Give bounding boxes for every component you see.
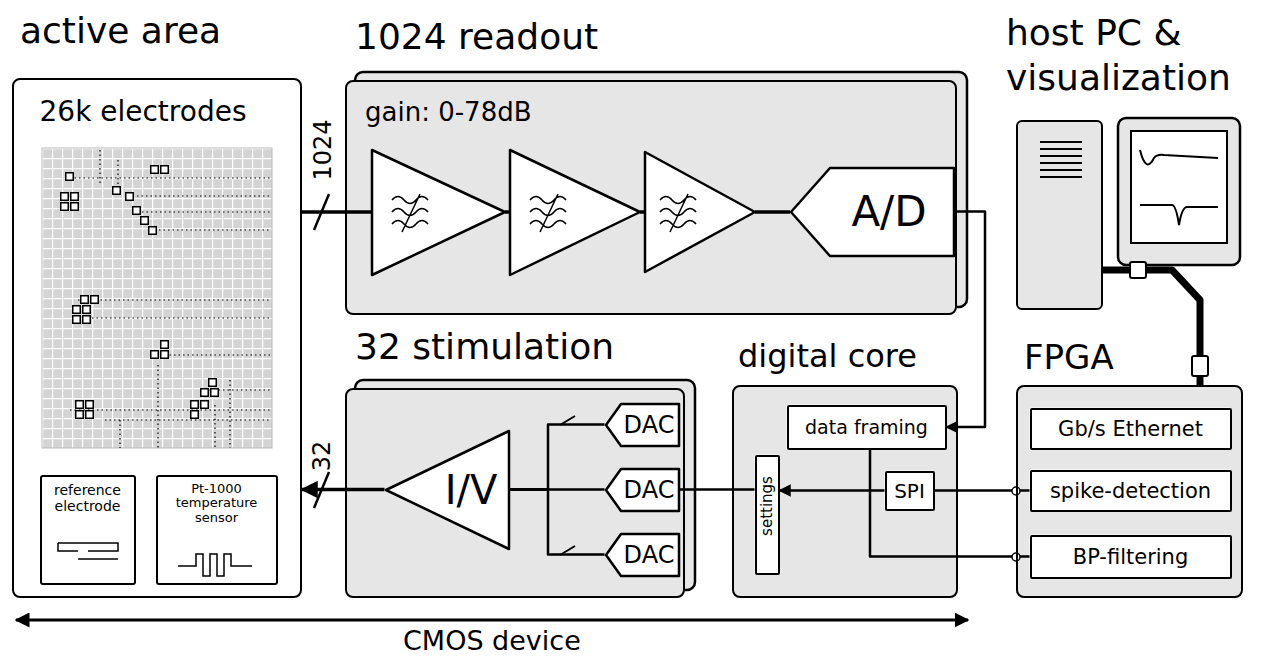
box-fill — [1030, 408, 1232, 450]
signal-wire — [1103, 270, 1200, 385]
shape-outline-path — [606, 469, 679, 511]
block-heading: FPGA — [1024, 337, 1241, 377]
box-fills — [12, 72, 1243, 598]
signal-wire — [680, 488, 755, 491]
block-box: 1024 readoutgain: 0-78dBA/D — [345, 80, 957, 315]
block-heading: 32 stimulation — [355, 326, 683, 367]
block-box: 32 stimulationI/VDACDACDAC — [345, 388, 685, 598]
amplifier-symbol — [510, 150, 640, 275]
host-pc-illustration — [1040, 118, 1240, 265]
amplifier-chain — [345, 150, 790, 275]
converter-triangle: I/V — [385, 430, 510, 550]
component-box: Pt-1000 temperature sensor — [156, 475, 278, 585]
signal-wire — [510, 425, 605, 490]
amplifier-symbol — [645, 152, 755, 272]
box-fill — [732, 385, 958, 598]
box-label: Gb/s Ethernet — [1058, 417, 1203, 441]
monitor-screen — [1131, 131, 1227, 243]
box-fill — [345, 80, 957, 315]
block-box: FPGAGb/s Ethernetspike-detectionBP-filte… — [1016, 385, 1243, 598]
box-label: SPI — [894, 479, 925, 503]
box-label: I/V — [445, 467, 498, 513]
amplifier-symbol — [372, 150, 505, 275]
box-label: reference electrode — [42, 477, 134, 514]
bus-width: 32 — [308, 441, 336, 472]
function-box: data framing — [787, 405, 947, 450]
box-fill — [755, 455, 780, 575]
dac-shape: DAC — [605, 533, 680, 577]
dac-shape: DAC — [605, 468, 680, 512]
box-fill — [12, 78, 302, 598]
electrode-grid — [42, 148, 272, 448]
block-heading: host PC & visualization — [1006, 10, 1256, 100]
switch-symbols — [560, 416, 575, 555]
tower-vents — [1040, 142, 1082, 177]
box-fill — [1016, 385, 1243, 598]
box-label: data framing — [805, 416, 928, 438]
box-label: 26k electrodes — [40, 95, 282, 128]
block-heading: digital core — [738, 337, 956, 375]
shape-outline-path — [606, 534, 679, 576]
box-label: DAC — [624, 476, 675, 504]
box-fill — [787, 405, 947, 450]
interface-box: SPI — [885, 471, 935, 511]
dac-shape: DAC — [605, 403, 680, 447]
shape-outline-path — [386, 431, 509, 549]
signal-wire — [302, 488, 385, 492]
box-label: spike-detection — [1050, 479, 1211, 503]
resistor-symbol — [178, 554, 252, 576]
box-fill — [40, 475, 136, 585]
signal-wire — [510, 490, 605, 555]
filter-symbols — [392, 194, 696, 232]
region-box: active area26k electrodesreference elect… — [12, 78, 302, 598]
box-fill — [345, 388, 685, 598]
electrode-pads — [61, 166, 219, 419]
box-fill — [156, 475, 278, 585]
bus-wire — [755, 210, 790, 214]
signal-wire — [870, 450, 1030, 557]
spike-trace — [1140, 205, 1218, 225]
box-fill — [1030, 470, 1232, 512]
span-caption: CMOS device — [403, 625, 581, 656]
function-box: spike-detection — [1030, 470, 1232, 512]
box-label: Pt-1000 temperature sensor — [158, 477, 276, 527]
box-label: DAC — [624, 541, 675, 569]
box-fill — [1016, 120, 1103, 310]
block-box: digital coredata framingsettingsSPI — [732, 385, 958, 598]
electrode-array — [42, 148, 272, 448]
bus-width: 1024 — [308, 119, 336, 180]
box-label: DAC — [624, 411, 675, 439]
block-heading: 1024 readout — [355, 16, 955, 57]
dimension-arrow — [16, 619, 968, 622]
shape-outline-path — [791, 168, 954, 256]
routing-lines — [70, 150, 270, 448]
function-box: BP-filtering — [1030, 535, 1232, 579]
monitor — [1118, 118, 1240, 265]
electrode-array-area: 26k electrodes — [30, 95, 282, 453]
cable-plugs — [1130, 262, 1208, 376]
region-heading: active area — [20, 10, 300, 51]
box-label: BP-filtering — [1073, 545, 1189, 569]
box-label: A/D — [851, 187, 926, 236]
connectors — [302, 212, 1200, 557]
pc-tower: host PC & visualization — [1016, 120, 1103, 310]
spike-trace — [1140, 150, 1218, 164]
component-box: reference electrode — [40, 475, 136, 585]
converter-shape: A/D — [790, 167, 955, 257]
function-box: Gb/s Ethernet — [1030, 408, 1232, 450]
bus-wire — [345, 210, 372, 214]
signal-wire — [302, 210, 345, 214]
box-fill — [1030, 535, 1232, 579]
register-box: settings — [755, 455, 780, 575]
box-label: settings — [758, 476, 776, 536]
gain-label: gain: 0-78dB — [365, 97, 955, 127]
box-fill — [885, 471, 935, 511]
reference-electrode-symbol — [58, 543, 118, 559]
shape-outline-path — [606, 404, 679, 446]
